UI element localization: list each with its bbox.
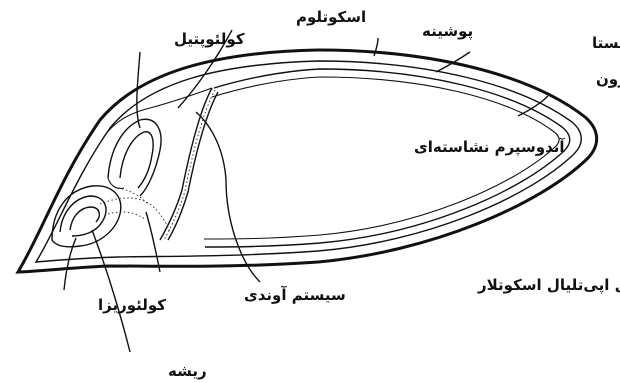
- label-endosperm: آندوسپرم نشاسته‌ای: [414, 138, 565, 157]
- label-radicle: ریشه: [168, 362, 207, 380]
- vascular-dots-2: [108, 212, 146, 220]
- label-aleurone: لایه آلورون: [596, 70, 620, 88]
- label-pericarp-testa: پریکارپ - تستا: [592, 34, 620, 53]
- coleorhiza-shell: [52, 186, 121, 247]
- pericarp-layer: [36, 61, 581, 262]
- leader-coleoptile: [137, 52, 140, 128]
- coleoptile-outer: [108, 119, 161, 196]
- coleorhiza-inner: [70, 207, 99, 230]
- leader-coleorhiza: [64, 238, 76, 290]
- vascular-dots-3: [118, 188, 148, 204]
- label-scutellum: اسکوتلوم: [296, 8, 366, 26]
- scutellar-epithelium: [160, 88, 212, 240]
- scutellar-epithelium-inner: [168, 92, 218, 240]
- vascular-dots-1: [100, 198, 170, 232]
- leader-epithelium: [196, 112, 260, 282]
- endosperm-boundary: [204, 77, 559, 239]
- leader-vascular: [146, 212, 160, 272]
- aleurone-layer: [205, 69, 570, 247]
- leader-radicle: [92, 230, 130, 352]
- label-hull: پوشینه: [422, 22, 473, 41]
- coleoptile-inner: [120, 132, 153, 188]
- label-coleorhiza: کولئوریزا: [98, 296, 166, 314]
- coleoptile-tip: [108, 178, 124, 188]
- label-vascular: سیستم آوندی: [244, 286, 346, 304]
- label-epithelium: سلول اپی‌تلیال اسکوتلار: [477, 276, 620, 295]
- hull-outline: [18, 50, 597, 272]
- label-coleoptile: کولئوپتیل: [174, 30, 245, 49]
